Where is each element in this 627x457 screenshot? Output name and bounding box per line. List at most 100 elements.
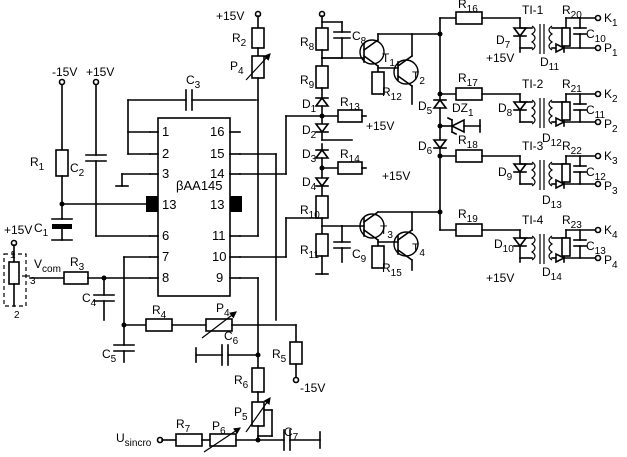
ic-right-wiring bbox=[239, 99, 323, 369]
label-d2: D2 bbox=[302, 123, 317, 141]
label-r5: R5 bbox=[272, 347, 287, 365]
label-plus15-c2: +15V bbox=[86, 65, 114, 79]
label-r7: R7 bbox=[176, 417, 191, 435]
label-p4-top: P4 bbox=[230, 59, 244, 77]
resistor-r15 bbox=[371, 245, 385, 269]
label-pot-pin2: 2 bbox=[14, 310, 20, 321]
output-bus: D5 D6 DZ1 bbox=[418, 17, 481, 231]
label-c2: C2 bbox=[70, 161, 85, 179]
label-k2: K2 bbox=[604, 87, 618, 105]
label-c5: C5 bbox=[102, 347, 117, 365]
label-d5: D5 bbox=[418, 99, 433, 117]
label-r20: R20 bbox=[562, 3, 582, 21]
label-p5: P5 bbox=[234, 405, 248, 423]
output-stage-1: R16 D7 +15V TI-1 D11 R20 C10 K1 P1 bbox=[455, 0, 618, 73]
pin-1: 1 bbox=[162, 124, 169, 139]
label-c11: C11 bbox=[586, 103, 605, 121]
r2-p4-top: +15V R2 P4 bbox=[216, 9, 271, 101]
resistor-r2 bbox=[251, 27, 265, 49]
label-r13: R13 bbox=[340, 95, 360, 113]
label-c4: C4 bbox=[82, 291, 97, 309]
label-c9: C9 bbox=[352, 247, 367, 265]
label-ti3: TI-3 bbox=[522, 139, 544, 153]
label-r18: R18 bbox=[458, 133, 478, 151]
label-t3: T3 bbox=[380, 223, 393, 241]
pin-3: 3 bbox=[162, 166, 169, 181]
label-c1: C1 bbox=[34, 221, 49, 239]
label-t4: T4 bbox=[412, 241, 425, 259]
label-ti1: TI-1 bbox=[522, 3, 544, 17]
pin-10: 10 bbox=[212, 249, 226, 264]
label-p3-out: P3 bbox=[604, 179, 618, 197]
label-plus15-r14: +15V bbox=[382, 169, 410, 183]
label-pot-pin1: 1 bbox=[10, 250, 16, 261]
resistor-r8 bbox=[315, 27, 329, 51]
label-p4-lower: P4 bbox=[216, 301, 230, 319]
label-c13: C13 bbox=[586, 239, 606, 257]
label-d11: D11 bbox=[540, 55, 559, 73]
pin-2: 2 bbox=[162, 146, 169, 161]
resistor-r17 bbox=[455, 87, 483, 101]
label-d9: D9 bbox=[498, 165, 513, 183]
resistor-r22 bbox=[561, 163, 571, 183]
resistor-r9 bbox=[315, 65, 329, 89]
resistor-r23 bbox=[561, 237, 571, 257]
resistor-r20 bbox=[561, 27, 571, 47]
resistor-r18 bbox=[455, 149, 483, 163]
pin-16: 16 bbox=[210, 124, 224, 139]
pin-9: 9 bbox=[216, 270, 223, 285]
upper-chain: R8 R9 D1 D2 C8 R13 +15V bbox=[300, 10, 443, 141]
pin-11: 11 bbox=[212, 228, 226, 243]
resistor-r4 bbox=[145, 318, 173, 332]
resistor-r12 bbox=[371, 71, 385, 95]
label-plus15-d10: +15V bbox=[486, 271, 514, 285]
r6-p5: R6 P5 bbox=[234, 367, 273, 437]
label-t1: T1 bbox=[382, 51, 395, 69]
label-r4: R4 bbox=[152, 303, 167, 321]
label-r10: R10 bbox=[300, 203, 320, 221]
resistor-r3 bbox=[63, 271, 89, 285]
pin-7: 7 bbox=[162, 249, 169, 264]
label-r11: R11 bbox=[300, 243, 319, 261]
label-r21: R21 bbox=[562, 77, 582, 95]
label-c12: C12 bbox=[586, 165, 606, 183]
label-d12: D12 bbox=[542, 131, 562, 149]
resistor-r7 bbox=[175, 433, 203, 447]
label-r23: R23 bbox=[562, 213, 582, 231]
resistor-r1 bbox=[55, 149, 69, 177]
label-dz1: DZ1 bbox=[452, 101, 474, 119]
label-usincro: Usincro bbox=[116, 431, 152, 449]
label-r22: R22 bbox=[562, 139, 582, 157]
label-p4-out: P4 bbox=[604, 253, 618, 271]
label-p2-out: P2 bbox=[604, 117, 618, 135]
vcom-input: +15V 1 2 3 Vcom R3 C4 C5 bbox=[3, 223, 151, 365]
label-plus15-d7: +15V bbox=[486, 51, 514, 65]
usincro-input: Usincro R7 P6 C7 bbox=[116, 417, 321, 453]
label-k1: K1 bbox=[604, 11, 618, 29]
label-vcom: Vcom bbox=[34, 257, 61, 275]
pin-13-left: 13 bbox=[162, 197, 176, 212]
label-minus15-r1: -15V bbox=[52, 65, 77, 79]
label-plus15-r2: +15V bbox=[216, 9, 244, 23]
pin-6: 6 bbox=[162, 228, 169, 243]
c6: C6 bbox=[195, 329, 261, 366]
label-d8: D8 bbox=[498, 101, 513, 119]
ic-right-pins: 16 15 14 13 11 10 9 bbox=[210, 124, 242, 285]
label-plus15-pot: +15V bbox=[4, 223, 32, 237]
label-r1: R1 bbox=[30, 155, 45, 173]
output-stage-3: R18 D9 TI-3 D13 R22 C12 K3 P3 bbox=[455, 133, 618, 211]
label-d1: D1 bbox=[302, 97, 317, 115]
label-pot-pin3: 3 bbox=[30, 276, 36, 287]
label-c6: C6 bbox=[224, 329, 239, 347]
output-stage-4: R19 D10 +15V TI-4 D14 R23 C13 K4 P4 bbox=[455, 207, 618, 285]
label-d14: D14 bbox=[542, 265, 562, 283]
resistor-r5 bbox=[289, 341, 303, 365]
resistor-r19 bbox=[455, 223, 483, 237]
label-r16: R16 bbox=[458, 0, 478, 15]
label-p6: P6 bbox=[212, 419, 226, 437]
resistor-r6 bbox=[251, 367, 265, 393]
pin-13-right: 13 bbox=[210, 197, 224, 212]
label-d3: D3 bbox=[302, 147, 317, 165]
pin-15: 15 bbox=[210, 146, 224, 161]
label-r3: R3 bbox=[70, 255, 85, 273]
